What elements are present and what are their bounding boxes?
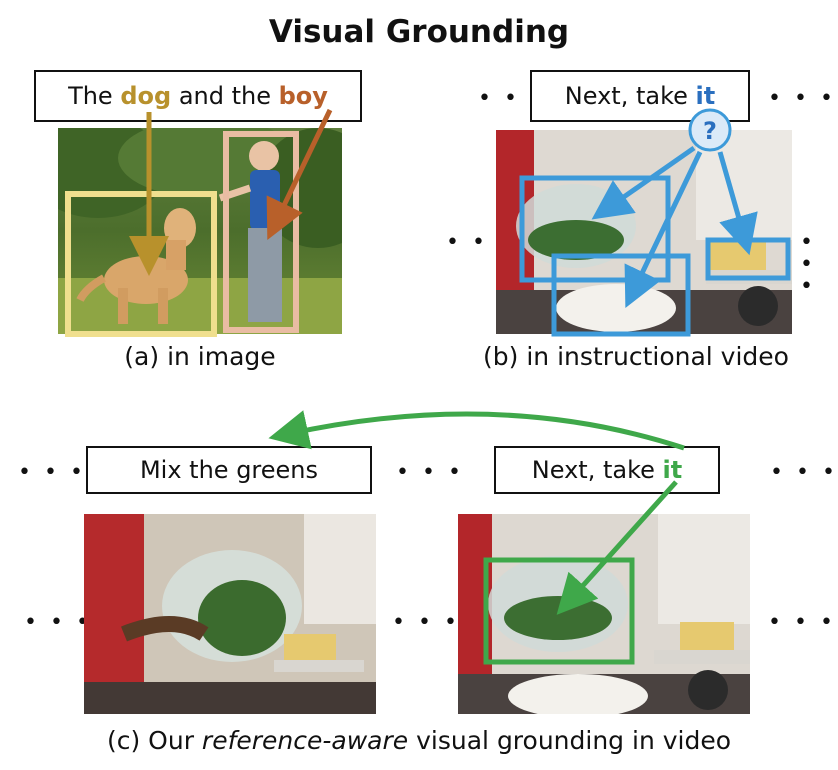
arrow-boy — [266, 108, 333, 241]
boy-bounding-box — [223, 131, 299, 333]
phrase-box-mix-greens: Mix the greens — [86, 446, 372, 494]
photo-kitchen-c-left — [84, 514, 376, 714]
ellipsis-c-left: • • • — [18, 460, 86, 485]
candidate-box-cheese — [705, 237, 791, 281]
ellipsis-mid-right: • • • — [800, 230, 816, 299]
ellipsis-c-row2-middle: • • • — [392, 610, 460, 635]
ellipsis-c-right: • • • — [770, 460, 838, 485]
phrase-text: Next, take it — [564, 82, 716, 110]
arrow-question-1 — [591, 145, 696, 220]
ellipsis-top-left: • • • — [478, 86, 546, 111]
ellipsis-c-middle: • • • — [396, 460, 464, 485]
word-boy: boy — [278, 82, 328, 110]
phrase-text: The dog and the boy — [68, 82, 328, 110]
figure-title: Visual Grounding — [268, 14, 570, 50]
ellipsis-mid-left: • • • — [446, 230, 514, 255]
caption-b: (b) in instructional video — [483, 342, 789, 371]
grounded-box-bowl — [483, 557, 635, 665]
phrase-box-dog-boy: The dog and the boy — [34, 70, 362, 122]
ellipsis-top-right: • • • — [768, 86, 836, 111]
arrow-reference-back — [268, 410, 685, 451]
ellipsis-c-row2-left: • • • — [24, 610, 92, 635]
ellipsis-c-row2-right: • • • — [768, 610, 836, 635]
candidate-box-bowl — [519, 175, 671, 283]
question-mark: ? — [703, 117, 717, 145]
phrase-text: Mix the greens — [139, 456, 319, 484]
photo-kitchen-c-left-scene — [84, 514, 376, 714]
phrase-box-next-take-it-b: Next, take it — [530, 70, 750, 122]
word-it-blue: it — [695, 82, 716, 110]
caption-a: (a) in image — [124, 342, 276, 371]
caption-c-italic: reference-aware — [201, 726, 409, 755]
dog-bounding-box — [65, 191, 217, 337]
caption-c: (c) Our reference-aware visual grounding… — [106, 726, 732, 755]
arrow-question-2 — [624, 150, 703, 309]
word-it-green: it — [662, 456, 683, 484]
phrase-box-next-take-it-c: Next, take it — [494, 446, 720, 494]
arrow-question-3 — [717, 151, 758, 256]
arrow-it-to-bowl — [556, 480, 678, 615]
word-dog: dog — [120, 82, 172, 110]
phrase-text: Next, take it — [531, 456, 683, 484]
candidate-box-white-bowl — [551, 253, 691, 337]
question-badge — [688, 108, 732, 152]
